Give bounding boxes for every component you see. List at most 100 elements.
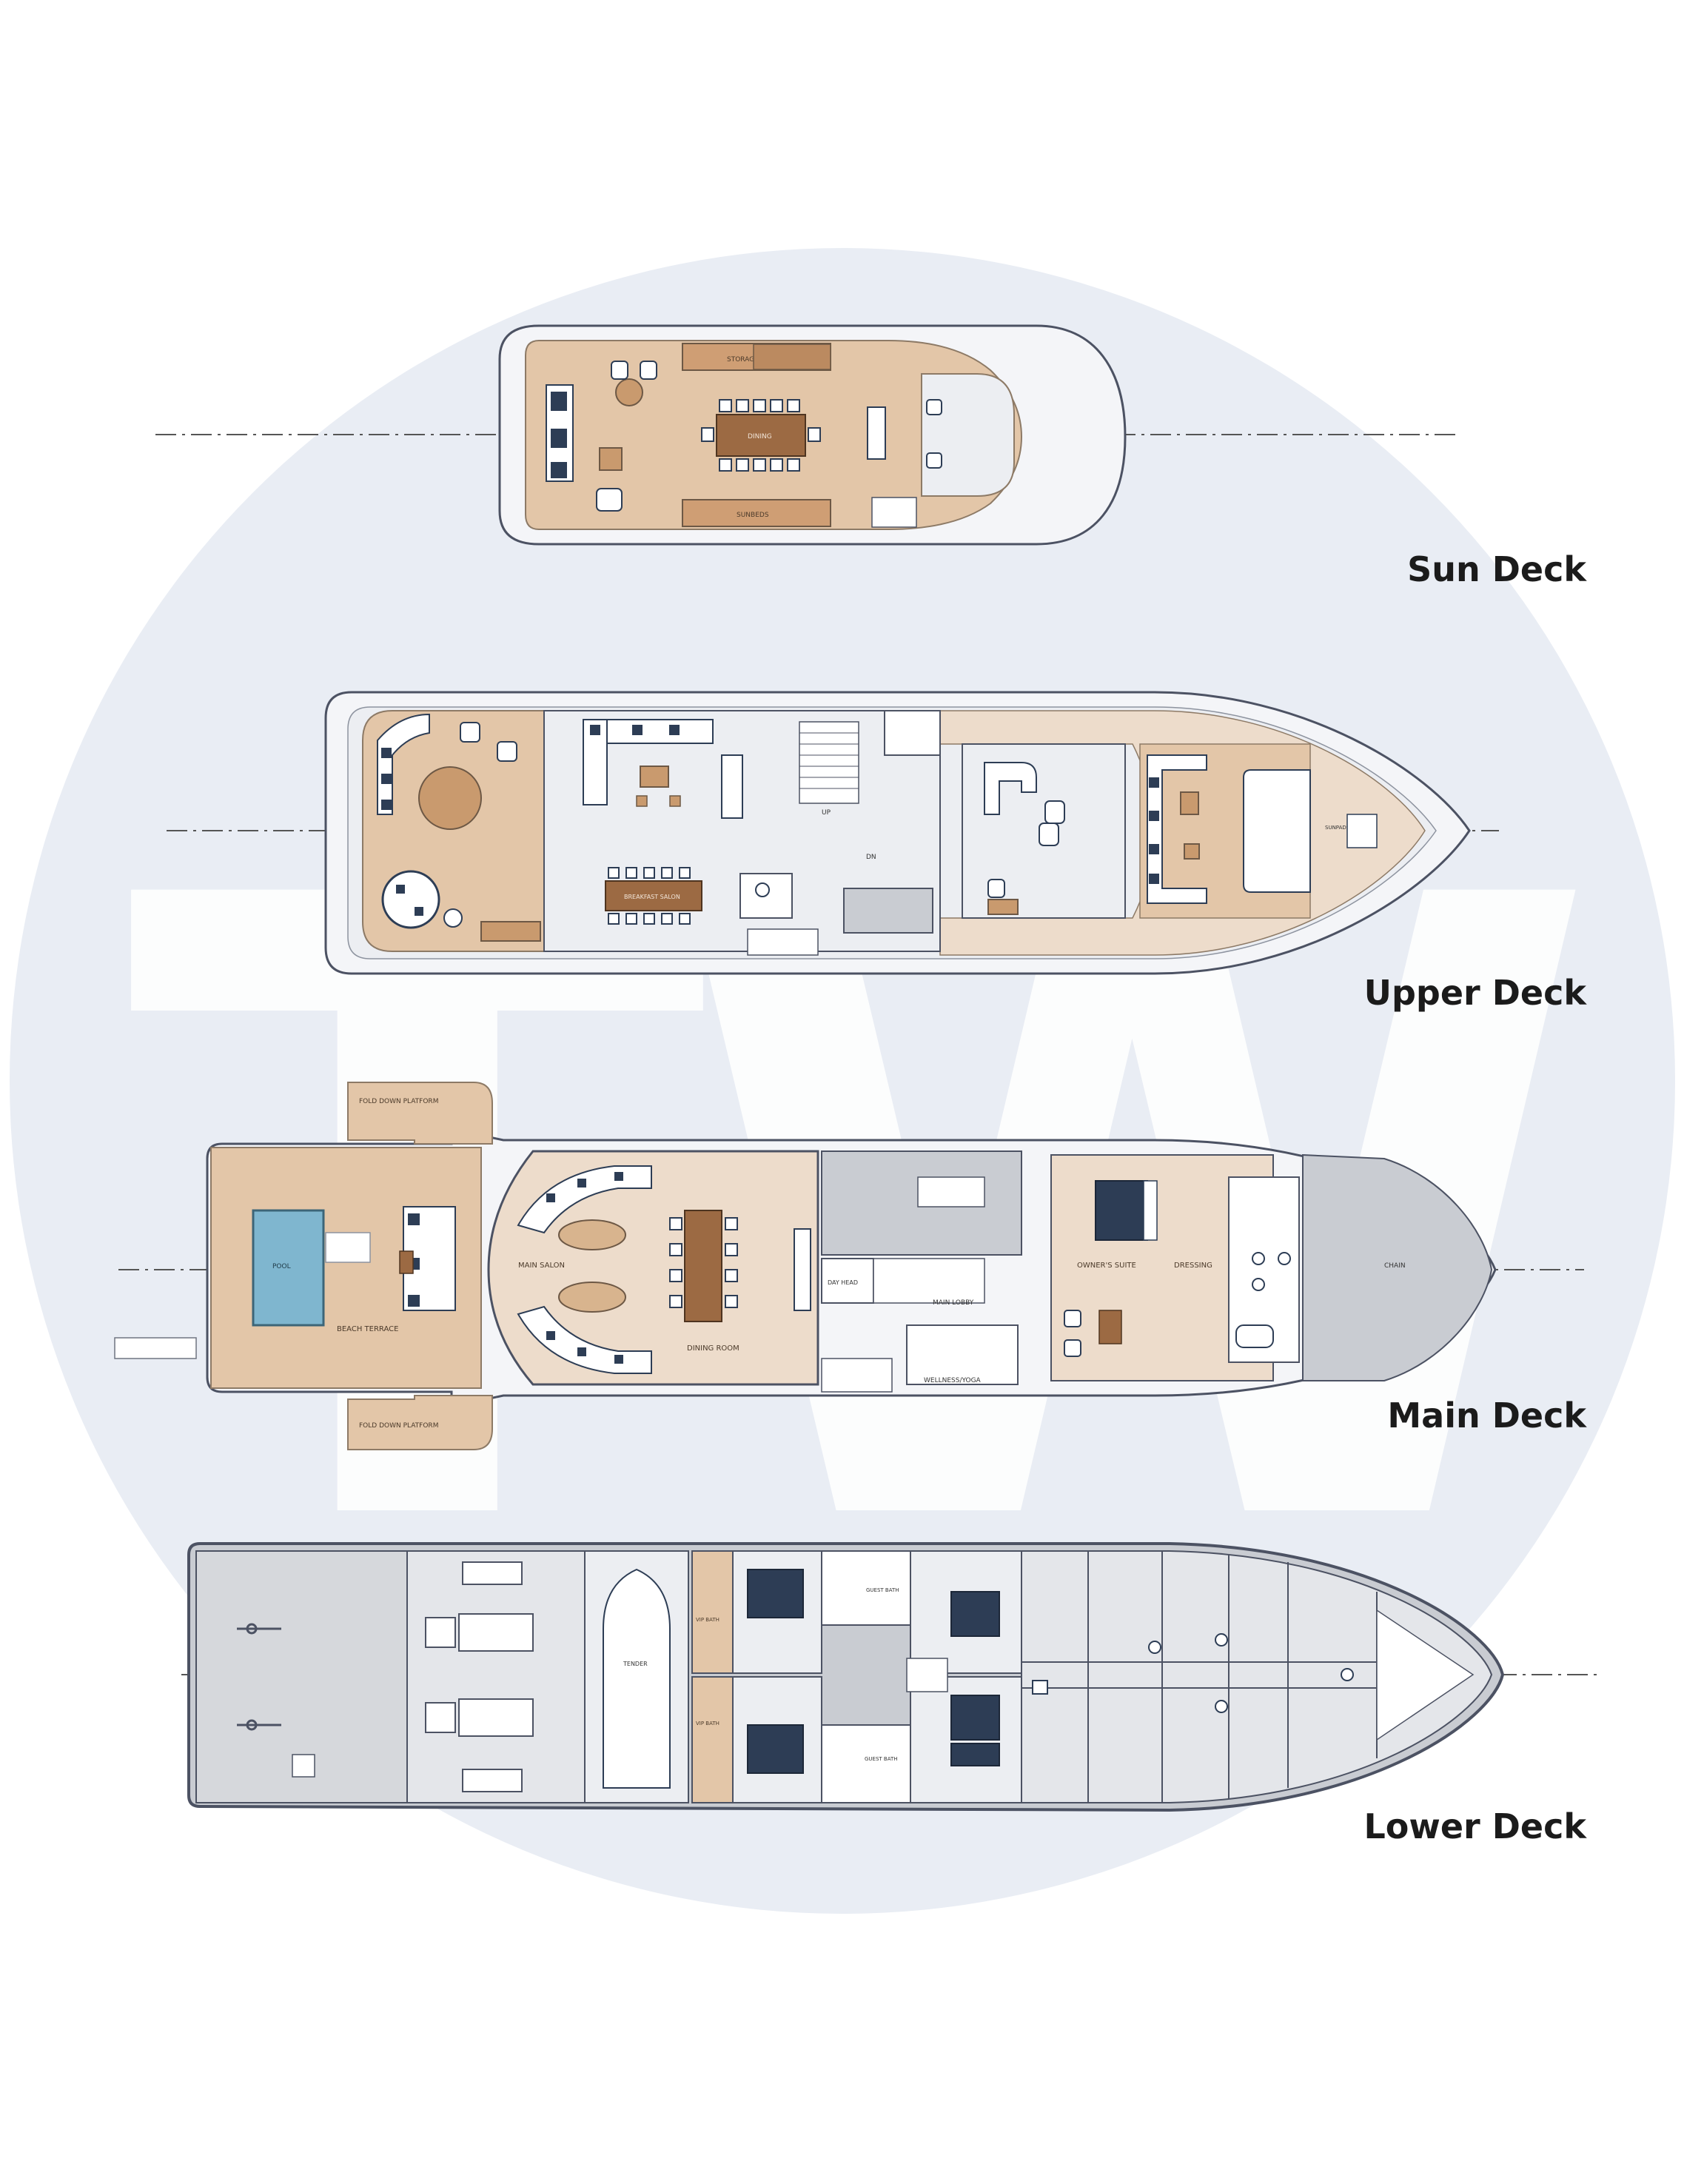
lower-vip-bed-top <box>747 1569 804 1618</box>
sun-dining-label: DINING <box>748 433 772 441</box>
upper-salon-sofa <box>583 719 714 805</box>
lower-guest-bed-bottom <box>950 1695 1000 1741</box>
lower-vip-bath-top <box>691 1550 734 1674</box>
lower-tender-label: TENDER <box>623 1661 648 1667</box>
main-owners-chairs <box>1064 1310 1081 1357</box>
upper-round-sofa <box>381 870 440 929</box>
upper-sunpads <box>1243 769 1311 893</box>
upper-round-table <box>418 766 482 830</box>
main-lobby-label: MAIN LOBBY <box>933 1299 974 1307</box>
main-wellness-label: WELLNESS/YOGA <box>924 1377 982 1384</box>
main-deck-title: Main Deck <box>1387 1396 1587 1436</box>
main-dining-label: DINING ROOM <box>687 1344 739 1353</box>
main-chain-locker <box>1302 1153 1493 1381</box>
lower-guest-bath-bottom-label: GUEST BATH <box>865 1756 898 1762</box>
sun-stair <box>871 497 917 528</box>
main-aft-stair <box>821 1358 893 1393</box>
upper-breakfast-table <box>605 880 702 911</box>
lower-bow-void <box>1376 1609 1475 1741</box>
lower-guest-bed-top <box>950 1591 1000 1637</box>
main-deck-plan: FOLD DOWN PLATFORM FOLD DOWN PLATFORM PO… <box>114 1082 1584 1450</box>
upper-bow-seat <box>1346 814 1378 848</box>
lower-deck-title: Lower Deck <box>1363 1806 1587 1846</box>
lower-hatch <box>292 1754 315 1778</box>
main-pool <box>252 1209 325 1327</box>
main-sideboard <box>794 1228 811 1311</box>
upper-up-label: UP <box>822 809 831 817</box>
upper-salon-coffee-table <box>640 766 669 788</box>
sun-armchairs <box>596 361 657 512</box>
lower-twin-bed <box>950 1743 1000 1766</box>
upper-dn-label: DN <box>866 854 876 861</box>
main-dining-chairs <box>669 1217 738 1308</box>
watermark-circle <box>10 248 1675 1914</box>
sun-dining-table <box>716 414 806 457</box>
main-owners-desk <box>1098 1310 1122 1344</box>
upper-tv-cabinet <box>721 754 743 819</box>
upper-bridge-table <box>987 899 1019 915</box>
lower-vip-bath-bottom-label: VIP BATH <box>696 1721 719 1726</box>
upper-aft-cushions <box>381 748 423 916</box>
lower-guest-bath-top <box>821 1550 911 1626</box>
main-owners-bed <box>1095 1180 1148 1241</box>
sun-dining-chairs <box>701 399 821 472</box>
upper-deck-plan: BREAKFAST SALON UP DN <box>167 691 1499 975</box>
upper-pantry <box>884 710 941 756</box>
main-salon-sofa-top <box>517 1165 652 1234</box>
sun-storage-label: STORAGE <box>727 356 759 364</box>
lower-guest-bath-top-label: GUEST BATH <box>866 1587 899 1593</box>
sun-deck-title: Sun Deck <box>1407 549 1587 589</box>
upper-dining-label: BREAKFAST SALON <box>624 894 680 900</box>
upper-helm-chairs <box>987 800 1065 898</box>
main-platform-bottom-label: FOLD DOWN PLATFORM <box>359 1422 438 1430</box>
main-lobby-stair <box>873 1258 985 1304</box>
lower-engines <box>425 1561 534 1792</box>
upper-bridge-console <box>984 762 1037 815</box>
main-pool-label: POOL <box>272 1263 291 1270</box>
sun-deck-plan: STORAGE DINING SUNBEDS <box>155 324 1458 546</box>
main-salon-table-top <box>558 1219 626 1250</box>
upper-curved-sofa-top <box>377 713 430 815</box>
main-galley-island <box>917 1176 985 1207</box>
main-salon-label: MAIN SALON <box>518 1262 565 1270</box>
sun-helm-lounge <box>867 399 942 469</box>
lower-vip-bath-top-label: VIP BATH <box>696 1617 719 1623</box>
lower-tender-boat <box>603 1568 671 1789</box>
main-beach-terrace-label: BEACH TERRACE <box>337 1325 398 1333</box>
lower-engine-room <box>406 1550 586 1803</box>
lower-vip-bed-bottom <box>747 1724 804 1774</box>
main-salon-wall <box>487 1150 819 1386</box>
lower-crew-area <box>1021 1550 1493 1803</box>
main-salon-table-bottom <box>558 1282 626 1313</box>
lower-garage-fittings <box>237 1623 281 1731</box>
sun-sunbeds-label: SUNBEDS <box>737 512 769 519</box>
upper-galley <box>843 888 933 934</box>
upper-head-wc <box>755 882 770 897</box>
upper-fore-lounge-sofa-aft <box>1147 754 1207 904</box>
lower-crew-fixtures <box>1032 1633 1354 1713</box>
upper-sunpads-label: SUNPADS <box>1325 825 1350 831</box>
upper-stair-treads <box>799 732 859 789</box>
upper-salon-pouffes <box>636 795 681 807</box>
lower-guest-bath-bottom <box>821 1724 911 1803</box>
upper-lower-stair <box>747 928 819 956</box>
sun-round-table <box>615 378 643 406</box>
main-chain-label: CHAIN <box>1384 1262 1406 1270</box>
main-dining-table <box>684 1210 722 1322</box>
main-swim-ladder <box>114 1337 197 1359</box>
main-bath-fixtures <box>1235 1252 1291 1348</box>
lower-vip-bath-bottom <box>691 1676 734 1803</box>
sun-counter-right <box>753 344 831 370</box>
main-aft-platform <box>347 1082 493 1450</box>
main-dressing-label: DRESSING <box>1174 1262 1212 1270</box>
main-terrace-table <box>399 1250 414 1274</box>
upper-stair-block <box>799 721 859 804</box>
main-owners-bed-linen <box>1143 1180 1158 1241</box>
main-salon-cushions <box>546 1172 623 1364</box>
sun-sunbeds <box>682 499 831 527</box>
upper-aft-chairs <box>443 722 517 928</box>
upper-fore-coffee-table <box>1180 791 1199 815</box>
lower-deck-plan: TENDER VIP BATH VIP BATH GUEST BATH GUES… <box>181 1542 1599 1812</box>
main-day-head-label: DAY HEAD <box>828 1279 858 1286</box>
sun-coffee-table <box>599 447 623 471</box>
